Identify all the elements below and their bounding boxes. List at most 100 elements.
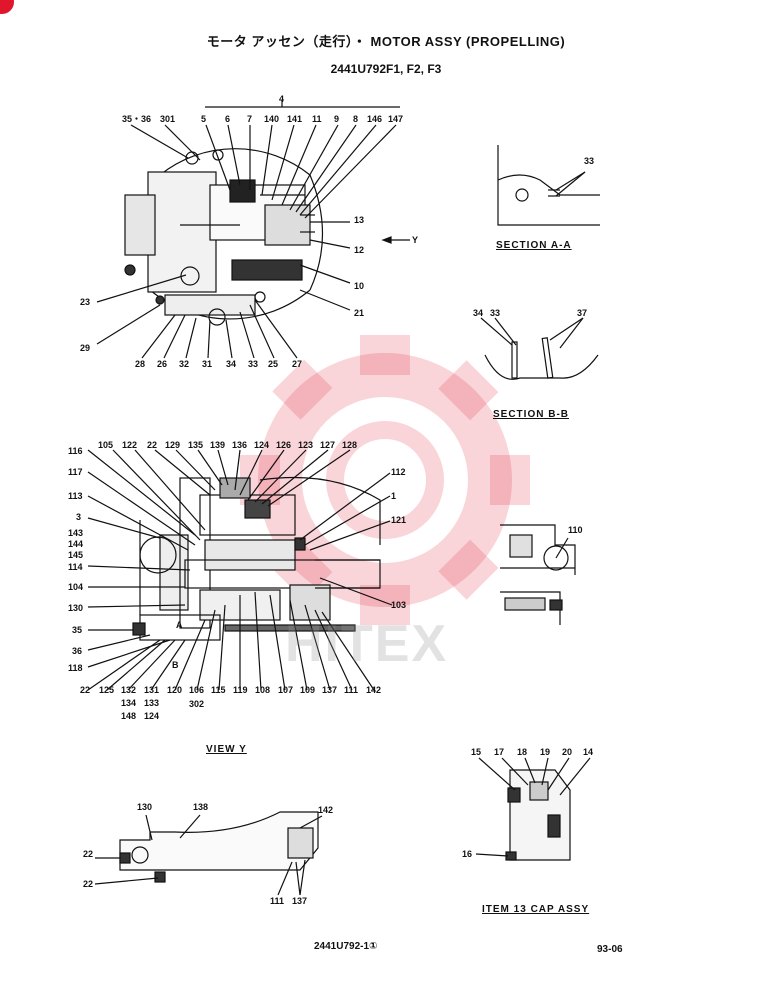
part-label: 117 [68,467,83,477]
part-label: 138 [193,802,209,812]
part-label: 22 [80,685,91,695]
part-label: 1 [391,491,397,501]
part-label: 26 [157,359,168,369]
part-label: 126 [276,440,292,450]
part-label: 148 [121,711,137,721]
part-label: 18 [517,747,528,757]
section-bb-caption: SECTION B-B [493,409,569,420]
part-label: 128 [342,440,358,450]
part-label: 133 [144,698,160,708]
part-label: 105 [98,440,114,450]
part-label: 129 [165,440,181,450]
part-label: 145 [68,550,84,560]
part-label: 17 [494,747,505,757]
part-label: 144 [68,539,84,549]
part-label: 111 [270,896,285,906]
part-label: 29 [80,343,91,353]
view-y-caption: VIEW Y [206,744,247,755]
part-label: 12 [354,245,365,255]
watermark-gear-icon [240,335,530,625]
part-label: 22 [83,849,94,859]
part-label: 14 [583,747,594,757]
view-arrow-label: Y [412,235,419,245]
part-label: 34 [226,359,237,369]
part-label: 127 [320,440,336,450]
part-label: 111 [344,685,359,695]
page-number: 93-06 [597,944,623,955]
part-label: 135 [188,440,204,450]
part-label: 22 [83,879,94,889]
part-label: 122 [122,440,138,450]
part-label: 114 [68,562,83,572]
part-label: 34 [473,308,484,318]
diagram-title: モータ アッセン（走行）・ MOTOR ASSY (PROPELLING) [206,34,566,49]
part-label: 140 [264,114,280,124]
part-label: 35 [72,625,83,635]
part-label: 137 [292,896,308,906]
diagram-model-numbers: 2441U792F1, F2, F3 [330,62,442,76]
part-label: 108 [255,685,271,695]
part-label: 103 [391,600,407,610]
part-label: 33 [584,156,595,166]
part-label: 118 [68,663,83,673]
part-label: 121 [391,515,407,525]
part-label: 22 [147,440,158,450]
part-label: 132 [121,685,137,695]
part-label: 124 [144,711,160,721]
part-label: 139 [210,440,226,450]
part-label: 33 [248,359,259,369]
part-label: 9 [334,114,340,124]
part-label: 25 [268,359,279,369]
part-label: 13 [354,215,365,225]
part-label: 28 [135,359,146,369]
part-label: 142 [318,805,334,815]
part-label: 106 [189,685,205,695]
part-label: 20 [562,747,573,757]
part-label: 136 [232,440,248,450]
part-label: 23 [80,297,91,307]
part-label: 31 [202,359,213,369]
part-label: 113 [68,491,83,501]
part-label: 35・36 [122,114,152,124]
part-label: 141 [287,114,303,124]
part-label: 33 [490,308,501,318]
part-label: 110 [568,525,583,535]
cap-assy-caption: ITEM 13 CAP ASSY [482,904,590,915]
part-label: 130 [68,603,84,613]
part-label: 109 [300,685,316,695]
part-label: 134 [121,698,137,708]
part-label: 21 [354,308,365,318]
document-number: 2441U792-1① [314,941,378,952]
part-label: 130 [137,802,153,812]
section-aa-caption: SECTION A-A [496,240,572,251]
section-marker-a: A [176,620,183,630]
part-label: 137 [322,685,338,695]
part-label: 7 [247,114,253,124]
part-label: 15 [471,747,482,757]
part-label: 302 [189,699,205,709]
part-label: 32 [179,359,190,369]
part-label: 19 [540,747,551,757]
part-label: 123 [298,440,314,450]
part-label: 146 [367,114,383,124]
part-label: 125 [99,685,115,695]
part-label: 104 [68,582,84,592]
part-label: 36 [72,646,83,656]
part-label: 112 [391,467,406,477]
part-label: 107 [278,685,294,695]
part-label: 4 [279,94,285,104]
part-label: 37 [577,308,588,318]
part-label: 6 [225,114,231,124]
part-label: 116 [68,446,83,456]
part-label: 147 [388,114,404,124]
part-label: 120 [167,685,183,695]
part-label: 16 [462,849,473,859]
part-label: 3 [76,512,82,522]
part-label: 301 [160,114,176,124]
part-label: 10 [354,281,365,291]
part-label: 142 [366,685,382,695]
part-label: 27 [292,359,303,369]
part-label: 124 [254,440,270,450]
